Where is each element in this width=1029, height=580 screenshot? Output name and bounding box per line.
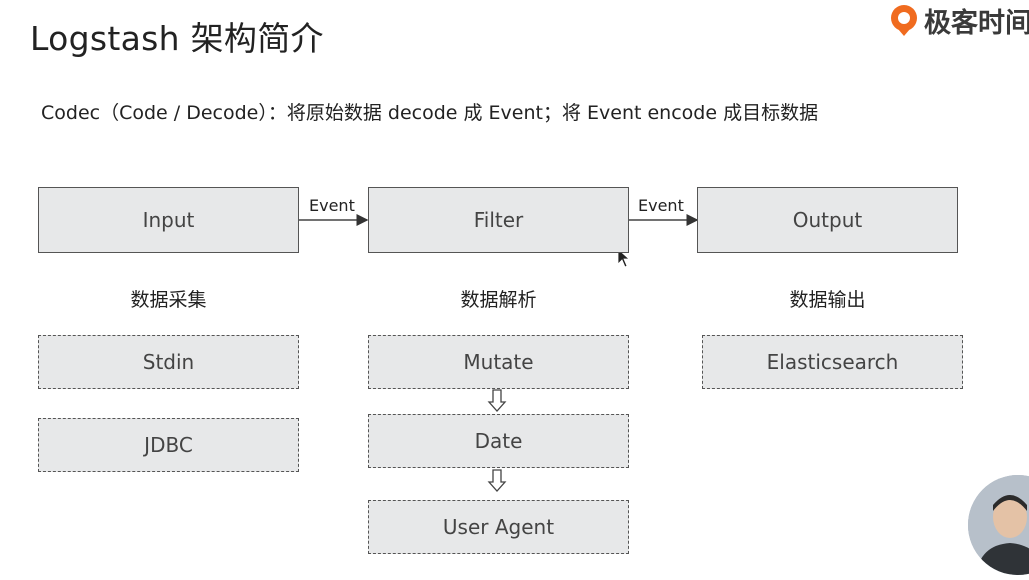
- edge-label-filter-output: Event: [638, 196, 684, 215]
- brand-name: 极客时间: [924, 7, 1029, 39]
- brand-logo: 极客时间: [888, 0, 1029, 40]
- down-arrow-icon: [487, 469, 507, 492]
- plugin-output-elasticsearch: Elasticsearch: [702, 335, 963, 389]
- brand-logo-icon: [891, 5, 917, 36]
- stage-output: Output: [697, 187, 958, 253]
- caption-input: 数据采集: [130, 289, 207, 311]
- plugin-filter-date: Date: [368, 414, 629, 468]
- caption-output: 数据输出: [789, 289, 866, 311]
- page-title: Logstash 架构简介: [30, 19, 324, 58]
- plugin-filter-mutate: Mutate: [368, 335, 629, 389]
- presenter-avatar: [968, 475, 1029, 575]
- down-arrow-icon: [487, 389, 507, 412]
- person-icon: [968, 475, 1029, 575]
- codec-description: Codec（Code / Decode）：将原始数据 decode 成 Even…: [41, 102, 819, 124]
- edge-label-input-filter: Event: [309, 196, 355, 215]
- plugin-input-stdin: Stdin: [38, 335, 299, 389]
- plugin-filter-useragent: User Agent: [368, 500, 629, 554]
- caption-filter: 数据解析: [460, 289, 537, 311]
- stage-input: Input: [38, 187, 299, 253]
- plugin-input-jdbc: JDBC: [38, 418, 299, 472]
- stage-filter: Filter: [368, 187, 629, 253]
